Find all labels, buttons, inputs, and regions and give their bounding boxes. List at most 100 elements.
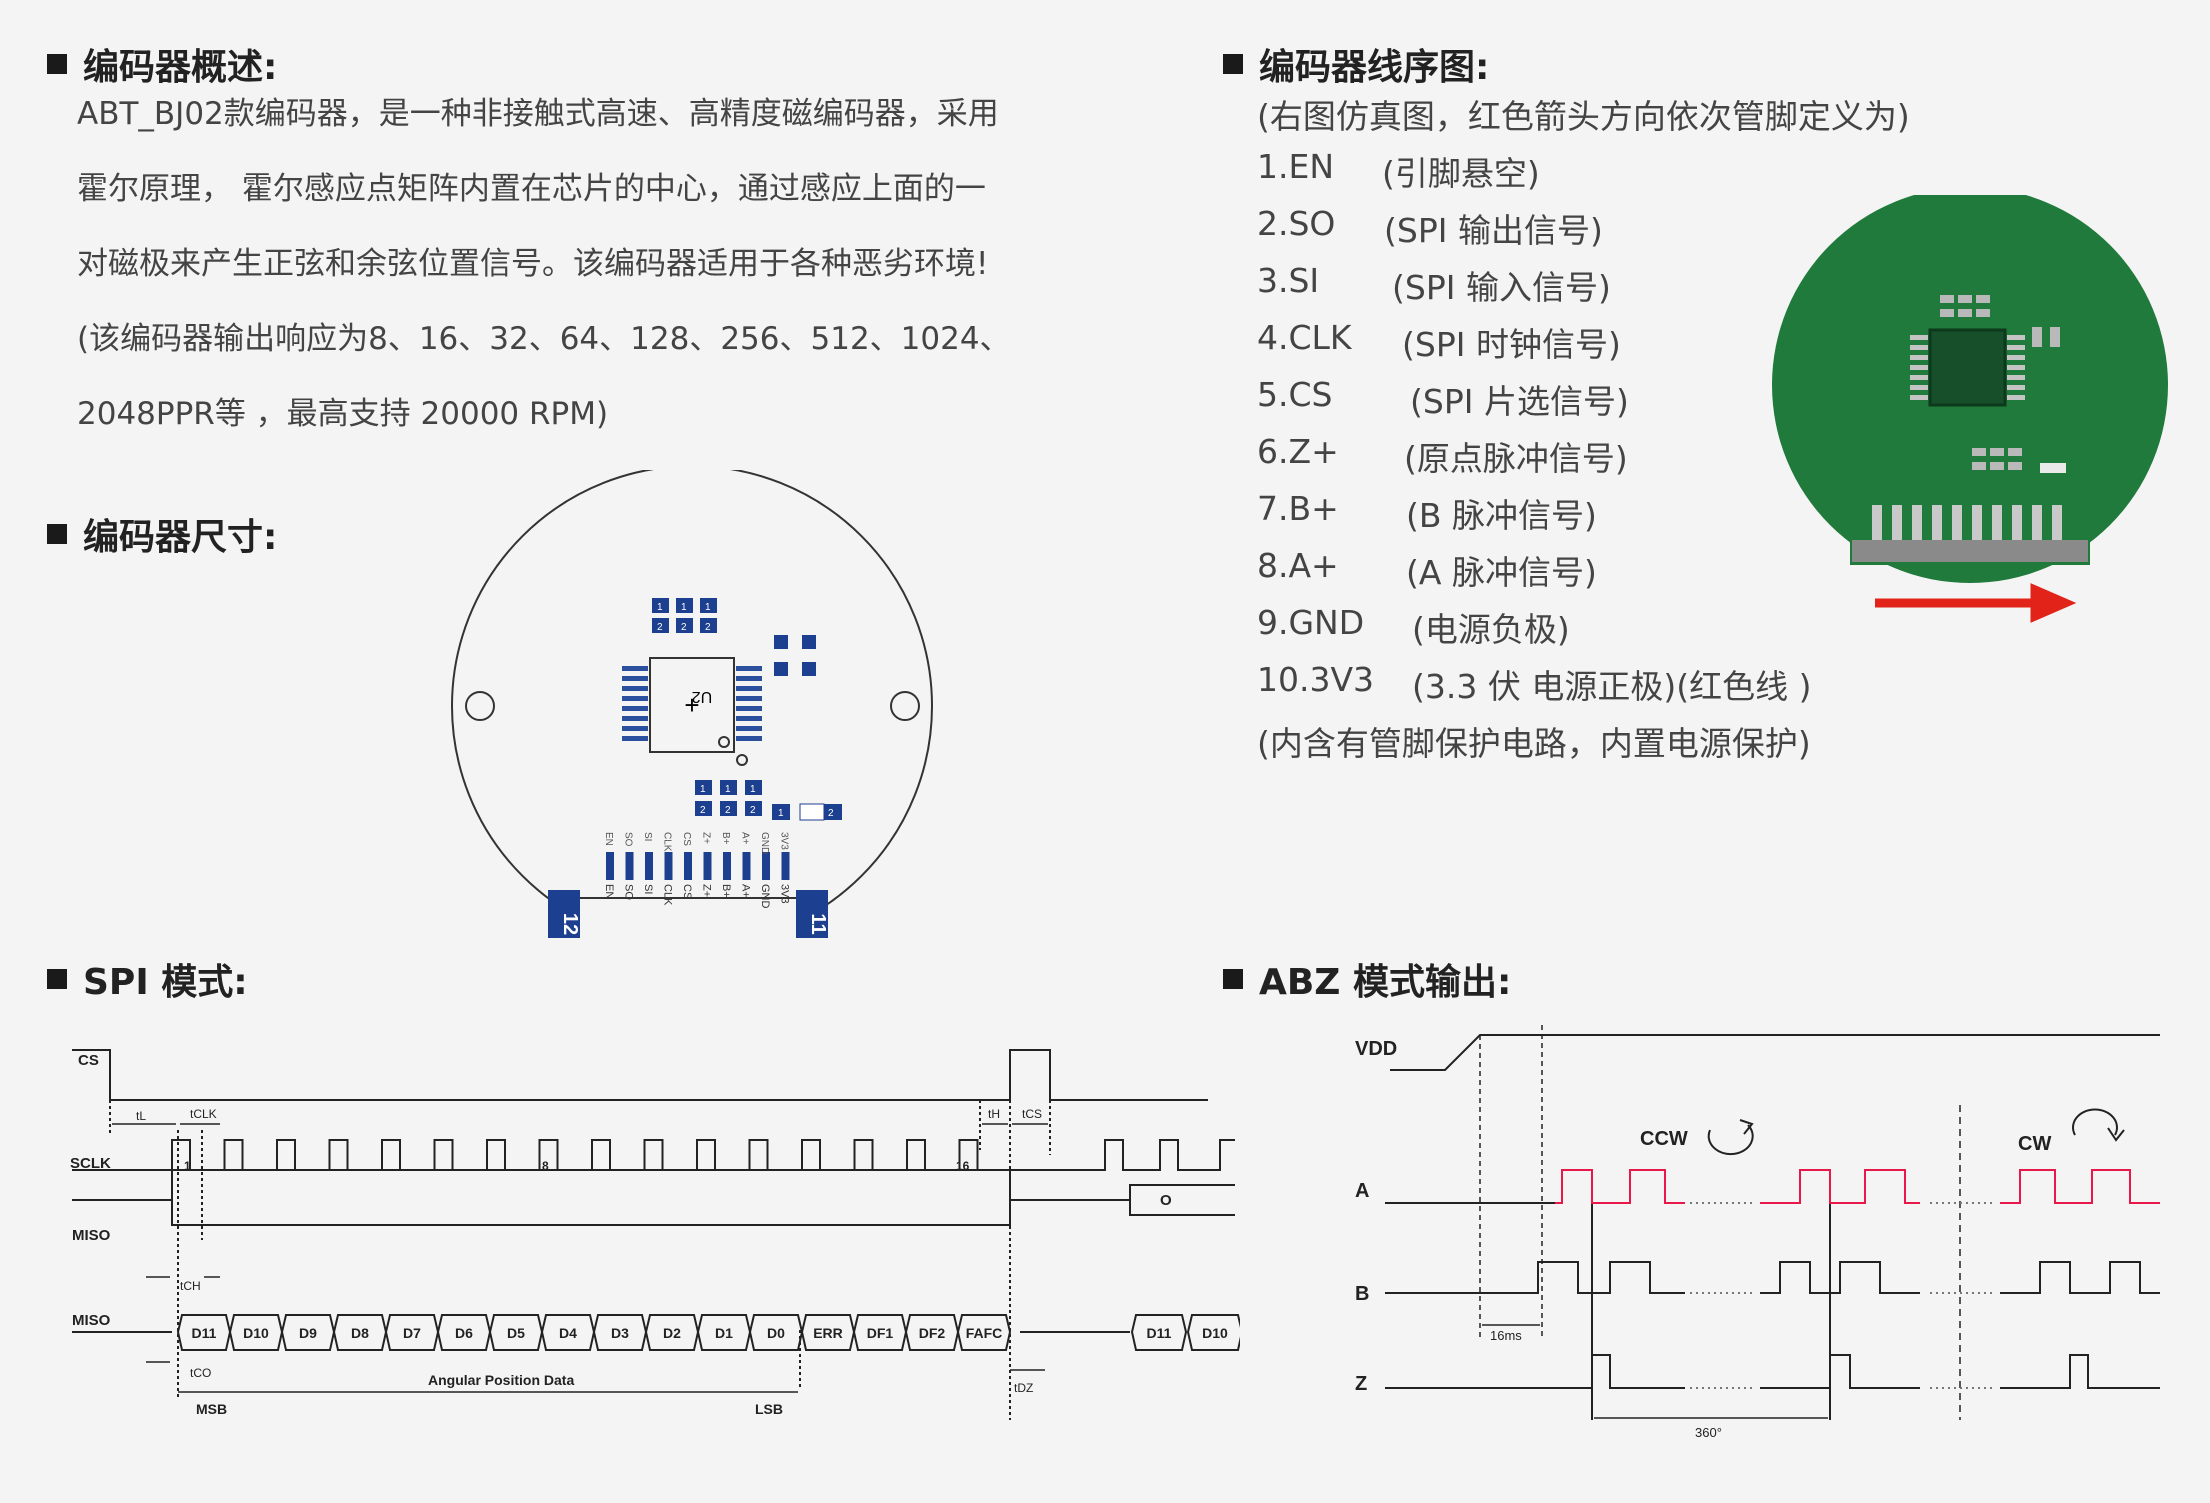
b-wave3 [2000, 1261, 2160, 1294]
pin-desc: (引脚悬空) [1382, 154, 1540, 193]
bit-cell [436, 1314, 492, 1351]
bit-label: D2 [663, 1325, 681, 1341]
pin-number: 2.SO [1257, 204, 1336, 243]
sclk-wave [72, 1139, 1235, 1171]
connector-pads: ENENSOSOSISICLKCLKCSCSZ+Z+B+B+A+A+GNDGND… [603, 832, 791, 909]
pad-label-top: GND [759, 832, 770, 854]
overview-title: 编码器概述: [47, 38, 277, 90]
chip-pins [622, 666, 762, 741]
connector-pad [684, 852, 692, 880]
pin-desc: (A 脉冲信号) [1406, 553, 1597, 592]
miso1-wave [72, 1169, 1011, 1226]
pad-label-bottom: 3V3 [779, 884, 791, 904]
z-label: Z [1355, 1373, 1367, 1395]
bullet-square-icon [1223, 969, 1243, 989]
bit-cell [384, 1314, 440, 1351]
pad-label-bottom: SO [623, 884, 635, 900]
smd-mark: 2 [681, 622, 687, 633]
via-dot [736, 754, 748, 766]
th-label: tH [988, 1107, 1000, 1121]
bit-cell [956, 1314, 1012, 1351]
tl-label: tL [136, 1109, 146, 1123]
bit-label: D7 [403, 1325, 421, 1341]
a-wave-red3 [2000, 1169, 2160, 1204]
chip-outline [649, 657, 735, 753]
connector-pad [742, 852, 751, 880]
overview-line: 对磁极来产生正弦和余弦位置信号。该编码器适用于各种恶劣环境! [77, 246, 989, 282]
connector-cutout [550, 880, 820, 940]
tcs-label: tCS [1022, 1107, 1042, 1121]
corner-pad-right [796, 890, 828, 938]
pin-desc: (SPI 输出信号) [1384, 211, 1603, 250]
pin-number: 1.EN [1257, 147, 1335, 186]
smd-mark: 1 [750, 784, 756, 795]
encoder-dimension-drawing: U2 + 1 1 1 2 2 2 1 1 1 2 2 2 1 2 ENENSOS… [451, 470, 933, 940]
bit-cell [904, 1314, 960, 1351]
smd-mark: 2 [657, 622, 663, 633]
16ms-label: 16ms [1490, 1328, 1522, 1343]
pcb-chip [1928, 328, 2007, 407]
bit-cell [800, 1314, 856, 1351]
bit-label: D8 [351, 1325, 369, 1341]
pin-number: 9.GND [1257, 603, 1365, 642]
pin-desc: (原点脉冲信号) [1404, 439, 1628, 478]
smd-mark: 1 [725, 784, 731, 795]
connector-pad [762, 852, 770, 880]
bit-cell [280, 1314, 336, 1351]
pad-label-top: CS [681, 832, 692, 846]
miso2-label: MISO [72, 1312, 111, 1329]
smd-pads: 1 1 1 2 2 2 1 1 1 2 2 2 1 2 [652, 598, 842, 821]
pin-desc: (SPI 时钟信号) [1402, 325, 1621, 364]
pin-desc: (电源负极) [1412, 610, 1570, 649]
corner-pad-left [548, 890, 580, 938]
connector-pad [606, 852, 614, 880]
bit-cell [696, 1314, 752, 1351]
pad-label-top: B+ [720, 832, 731, 845]
bit-label: D1 [715, 1325, 733, 1341]
abz-title-text: ABZ 模式输出: [1259, 962, 1512, 1003]
pad-label-bottom: EN [603, 884, 615, 899]
smd-mark: 2 [700, 805, 706, 816]
z-wave2 [1760, 1354, 1920, 1389]
bit-label: FAFC [966, 1325, 1003, 1341]
bit-cell [332, 1314, 388, 1351]
clk-index: 1 [184, 1159, 191, 1173]
bit-label: D6 [455, 1325, 473, 1341]
pad-label-top: A+ [740, 832, 751, 845]
smd-mark: 2 [705, 622, 711, 633]
corner-label-left: 12 [559, 913, 581, 935]
bullet-square-icon [47, 54, 67, 74]
smd-mark: 2 [828, 808, 834, 819]
spi-timing-diagram: CS SCLK MISO MISO tL tCLK tH tCS tCH tCO… [70, 1049, 1240, 1420]
connector-pad [625, 852, 634, 880]
bullet-square-icon [1223, 54, 1243, 74]
pad-label-bottom: CLK [662, 884, 674, 906]
bit-label: ERR [813, 1325, 843, 1341]
miso1-tail2 [1129, 1200, 1235, 1216]
smd-mark: 1 [705, 602, 711, 613]
pad-label-bottom: B+ [720, 884, 732, 898]
overview-line: 霍尔原理， 霍尔感应点矩阵内置在芯片的中心，通过感应上面的一 [77, 171, 986, 207]
dimensions-title: 编码器尺寸: [47, 508, 277, 560]
bullet-square-icon [47, 524, 67, 544]
pcb-edge-strip [1852, 540, 2088, 562]
bit-label: DF1 [867, 1325, 894, 1341]
bullet-square-icon [47, 969, 67, 989]
spi-title: SPI 模式: [47, 953, 248, 1005]
bit-cell [852, 1314, 908, 1351]
pad-label-bottom: GND [759, 884, 771, 909]
corner-label-right: 11 [807, 913, 829, 934]
z-wave3 [2000, 1354, 2160, 1389]
chip-center-mark: + [684, 690, 699, 720]
bit-cell [592, 1314, 648, 1351]
board-outline [451, 470, 933, 940]
vdd-wave [1390, 1034, 2160, 1071]
pad-label-bottom: SI [642, 884, 654, 894]
pad-label-top: EN [603, 832, 614, 846]
tdz-label: tDZ [1014, 1381, 1033, 1395]
pad-label-bottom: A+ [740, 884, 752, 898]
b-wave [1385, 1261, 1685, 1294]
bit-cell [228, 1314, 284, 1351]
pin-number: 5.CS [1257, 375, 1333, 414]
miso1-tail [1010, 1184, 1235, 1201]
